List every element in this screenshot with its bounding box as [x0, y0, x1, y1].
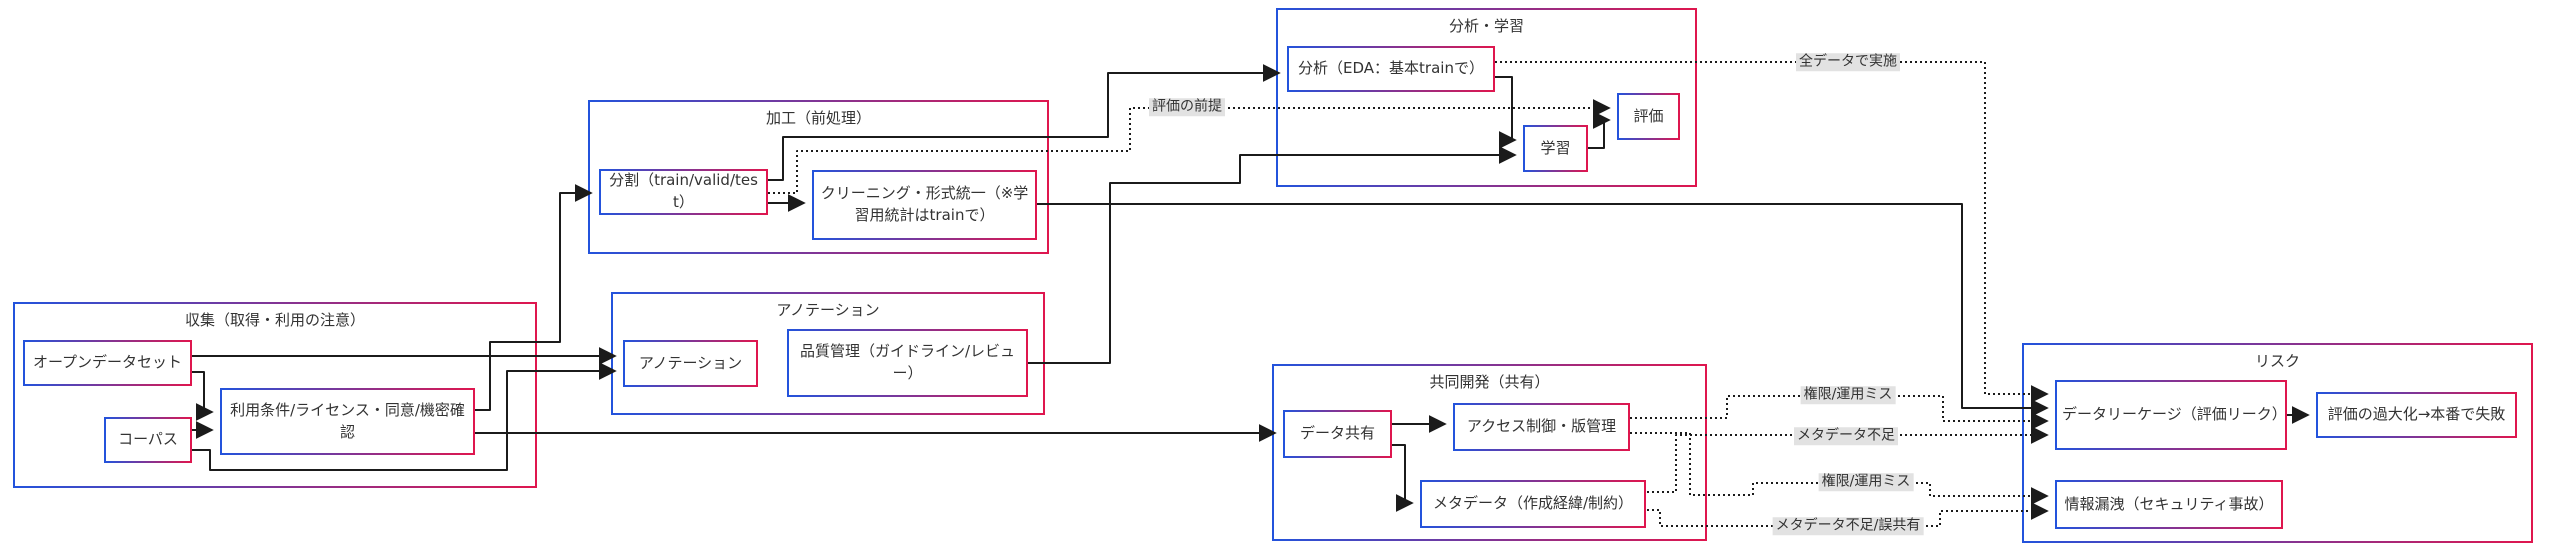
- edge-access-control-to-info-leak: [1630, 432, 2049, 505]
- node-data-sharing: データ共有: [1283, 410, 1392, 458]
- node-quality-control: 品質管理（ガイドライン/レビュー）: [787, 329, 1028, 397]
- group-risk-title: リスク: [2254, 352, 2300, 370]
- node-training: 学習: [1523, 125, 1588, 172]
- edge-metadata-to-info-leak: [1647, 502, 2049, 527]
- edge-label-meta-lack: メタデータ不足: [1794, 427, 1898, 445]
- node-open-dataset: オープンデータセット: [23, 340, 192, 386]
- edge-corpus-to-annotation: [192, 362, 617, 471]
- node-split: 分割（train/valid/test）: [599, 169, 768, 215]
- edge-license-check-to-split: [475, 184, 593, 411]
- edge-eda-to-training: [1495, 76, 1517, 149]
- node-license-check: 利用条件/ライセンス・同意/機密確認: [220, 388, 475, 455]
- edge-eda-to-data-leakage: [1495, 61, 2049, 403]
- edge-training-to-evaluation: [1588, 111, 1611, 149]
- group-annotation-title: アノテーション: [776, 301, 880, 319]
- node-access-control: アクセス制御・版管理: [1453, 403, 1630, 451]
- node-cleaning: クリーニング・形式統一（※学習用統計はtrainで）: [812, 170, 1037, 240]
- node-annotation: アノテーション: [623, 340, 758, 387]
- node-overestimate: 評価の過大化→本番で失敗: [2316, 392, 2517, 438]
- node-metadata: メタデータ（作成経緯/制約）: [1420, 480, 1646, 528]
- edge-label-eval-premise: 評価の前提: [1149, 98, 1225, 116]
- node-evaluation: 評価: [1617, 93, 1680, 140]
- node-data-leakage: データリーケージ（評価リーク）: [2055, 380, 2287, 450]
- edge-label-all-data: 全データで実施: [1796, 53, 1900, 71]
- edge-cleaning-to-data-leakage: [1037, 203, 2049, 417]
- group-collab-title: 共同開発（共有）: [1429, 373, 1550, 391]
- node-corpus: コーパス: [104, 417, 192, 463]
- edge-quality-to-training: [1028, 146, 1517, 364]
- node-eda: 分析（EDA：基本trainで）: [1287, 46, 1495, 92]
- group-analysis-title: 分析・学習: [1448, 17, 1524, 35]
- node-info-leak: 情報漏洩（セキュリティ事故）: [2055, 480, 2283, 529]
- edge-label-perm-miss-2: 権限/運用ミス: [1818, 473, 1914, 491]
- edge-label-perm-miss-1: 権限/運用ミス: [1800, 386, 1896, 404]
- edge-open-dataset-to-license-check: [192, 371, 214, 421]
- group-processing-title: 加工（前処理）: [765, 109, 871, 127]
- group-collection-title: 収集（取得・利用の注意）: [184, 311, 365, 329]
- edge-data-sharing-to-metadata: [1392, 444, 1414, 512]
- edge-split-to-eda: [768, 64, 1281, 181]
- edge-label-meta-lack-misshare: メタデータ不足/誤共有: [1772, 517, 1924, 535]
